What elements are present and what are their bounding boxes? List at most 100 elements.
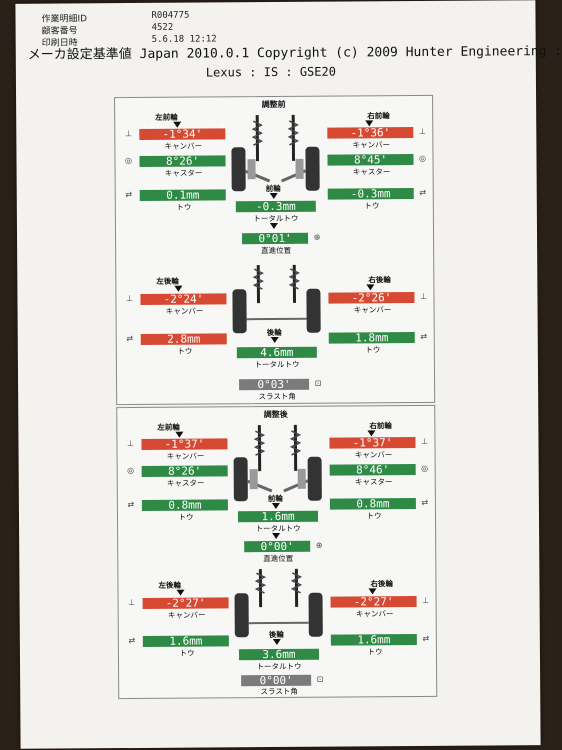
fr-toe-value: 0.8mm (356, 497, 390, 511)
caster-gauge-icon: ◎ (127, 466, 135, 476)
down-arrow-icon (271, 502, 280, 510)
rl-camber-caption: キャンバー (165, 306, 204, 316)
customer-no-value: 4522 (151, 22, 174, 33)
fr-toe-caption: トウ (364, 201, 380, 211)
fl-camber-caption: キャンバー (164, 141, 203, 151)
fl-caster-caption: キャスター (164, 168, 203, 178)
rr-camber-bar: -2°26' (328, 291, 415, 305)
fl-caster-value: 8°26' (168, 464, 202, 478)
front-suspension-illustration (233, 424, 322, 502)
fr-camber-value: -1°36' (350, 126, 391, 140)
rr-camber-caption: キャンバー (353, 305, 392, 315)
fr-caster-value: 8°45' (353, 153, 388, 167)
fl-caster-bar: 8°26' (141, 464, 228, 478)
fl-caster-caption: キャスター (166, 478, 205, 488)
panel-title: 調整前 (261, 99, 286, 110)
rl-camber-value: -2°27' (165, 596, 206, 610)
rl-camber-caption: キャンバー (167, 610, 206, 620)
steering-wheel-icon: ⊕ (313, 232, 321, 242)
thrust-angle-bar: 0°00' (241, 674, 312, 687)
down-arrow-icon (269, 192, 278, 200)
front-total-toe-bar: -0.3mm (235, 200, 316, 213)
toe-gauge-icon: ⇄ (126, 334, 134, 344)
camber-gauge-icon: ⊥ (418, 126, 426, 137)
straight-position-bar: 0°00' (244, 539, 311, 554)
rr-camber-value: -2°26' (351, 291, 392, 305)
fr-caster-caption: キャスター (352, 167, 391, 177)
after-adjustment-panel: 調整後 左前輪 ⊥ -1°37' キャンバー ◎ 8°26' キャスター ⇄ 0… (116, 404, 438, 700)
fl-toe-value: 0.8mm (168, 498, 202, 512)
thrust-angle-caption: スラスト角 (258, 391, 296, 402)
rr-toe-bar: 1.6mm (330, 633, 417, 647)
rr-toe-value: 1.6mm (357, 633, 391, 647)
thrust-angle-value: 0°03' (257, 377, 291, 392)
spec-title: メーカ設定基準値 Japan 2010.0.1 Copyright (c) 20… (27, 44, 562, 63)
camber-gauge-icon: ⊥ (128, 598, 136, 608)
camber-gauge-icon: ⊥ (124, 129, 132, 139)
down-arrow-icon (174, 285, 183, 292)
rr-toe-caption: トウ (367, 647, 383, 657)
rear-total-toe-caption: トータルトウ (256, 661, 302, 672)
rear-suspension-illustration (234, 568, 323, 638)
camber-gauge-icon: ⊥ (422, 595, 430, 605)
rr-toe-value: 1.8mm (355, 331, 389, 345)
rear-total-toe-caption: トータルトウ (254, 359, 300, 370)
rear-suspension-illustration (232, 264, 321, 334)
toe-gauge-icon: ⇄ (422, 633, 430, 643)
caster-gauge-icon: ◎ (421, 463, 429, 474)
fr-camber-bar: -1°37' (329, 436, 416, 450)
rear-total-toe-bar: 4.6mm (236, 345, 317, 360)
down-arrow-icon (366, 284, 375, 291)
down-arrow-icon (272, 532, 281, 540)
rl-camber-bar: -2°27' (142, 596, 229, 610)
rl-camber-value: -2°24' (163, 292, 204, 306)
camber-gauge-icon: ⊥ (419, 291, 427, 302)
fl-camber-bar: -0.30-1.50 -1°34' (139, 124, 226, 141)
rear-total-toe-bar: 3.6mm (238, 647, 319, 662)
toe-gauge-icon: ⇄ (420, 331, 428, 342)
vehicle-name: Lexus : IS : GSE20 (205, 64, 336, 80)
toe-gauge-icon: ⇄ (127, 500, 135, 510)
rr-toe-caption: トウ (365, 345, 381, 355)
fl-toe-value: 0.1mm (166, 188, 200, 202)
rl-toe-value: 2.8mm (167, 332, 201, 346)
fr-camber-caption: キャンバー (352, 140, 391, 150)
car-icon: ⊡ (316, 674, 324, 684)
before-adjustment-panel: 調整前 左前輪 ⊥ -0.30-1.50 -1°34' キャンバー ◎ 8°26… (114, 94, 436, 406)
caster-gauge-icon: ◎ (124, 156, 133, 166)
printout-sheet: 作業明細ID R004775 顧客番号 4522 印刷日時 5.6.18 12:… (15, 0, 562, 749)
rl-toe-caption: トウ (177, 346, 193, 356)
down-arrow-icon (270, 336, 279, 344)
camber-gauge-icon: ⊥ (420, 436, 428, 447)
rr-camber-caption: キャンバー (355, 609, 394, 619)
camber-gauge-icon: ⊥ (126, 439, 134, 449)
rl-toe-bar: 2.8mm (140, 332, 227, 346)
thrust-angle-bar: 0°03' (239, 377, 310, 392)
work-id-value: R004775 (151, 10, 190, 21)
rl-toe-value: 1.6mm (169, 634, 203, 648)
fr-camber-value: -1°37' (352, 436, 393, 450)
panel-title: 調整後 (263, 409, 288, 420)
fl-toe-caption: トウ (176, 202, 192, 212)
rl-toe-caption: トウ (179, 648, 195, 658)
rear-total-toe-value: 4.6mm (260, 345, 294, 360)
fr-caster-bar: 8°45' (327, 153, 414, 167)
fl-caster-bar: 8°26' (139, 155, 226, 168)
straight-position-caption: 直進位置 (263, 553, 294, 564)
front-total-toe-value: 1.6mm (261, 509, 295, 524)
straight-position-value: 0°00' (260, 539, 294, 554)
fl-toe-bar: 0.1mm (139, 188, 226, 202)
rl-camber-bar: -2°24' (140, 292, 227, 306)
fr-toe-bar: -0.3mm (327, 187, 414, 200)
front-suspension-illustration (231, 114, 320, 192)
fr-caster-bar: 8°46' (329, 463, 416, 477)
camber-gauge-icon: ⊥ (125, 294, 133, 304)
rr-camber-value: -2°27' (353, 595, 394, 609)
rear-total-toe-value: 3.6mm (262, 647, 296, 662)
toe-gauge-icon: ⇄ (125, 190, 133, 200)
fl-toe-bar: 0.8mm (141, 498, 228, 512)
fr-caster-value: 8°46' (356, 463, 390, 477)
fr-camber-caption: キャンバー (354, 450, 393, 460)
rr-camber-bar: -2°27' (330, 595, 417, 609)
fr-camber-bar: -1°36' (327, 126, 414, 140)
